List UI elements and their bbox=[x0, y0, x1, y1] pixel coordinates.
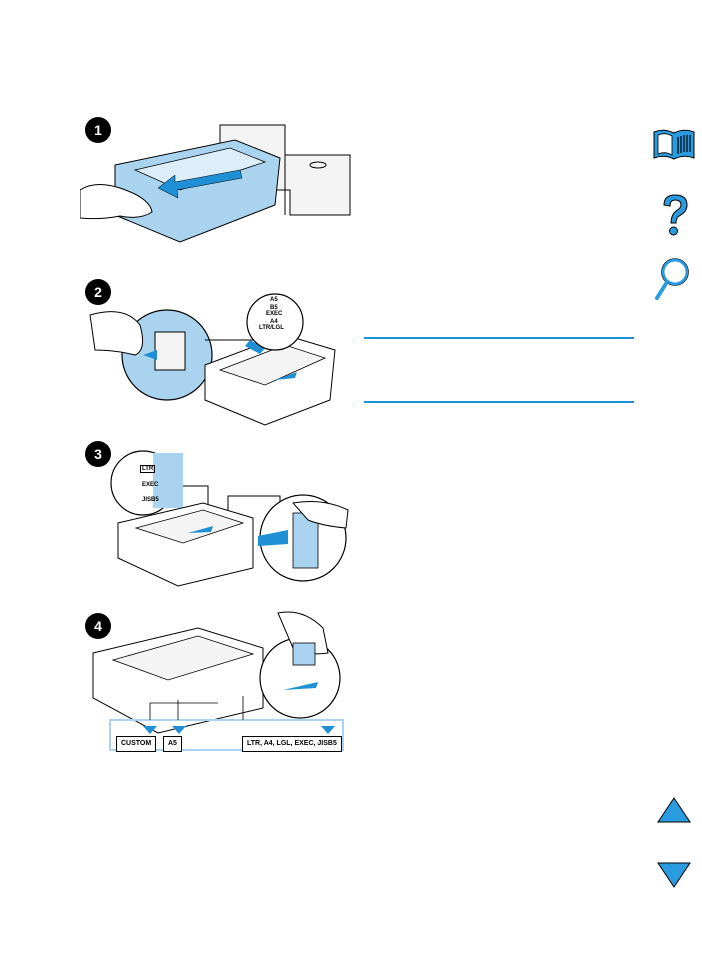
step-2-illustration bbox=[89, 293, 336, 426]
magnifier-icon[interactable] bbox=[653, 258, 691, 302]
callout-2-exec: EXEC bbox=[266, 311, 283, 317]
arrow-up-icon[interactable] bbox=[657, 797, 691, 823]
step-4-badge: 4 bbox=[85, 613, 111, 639]
arrow-down-icon[interactable] bbox=[657, 862, 691, 888]
callout-2-b5: B5 bbox=[270, 305, 278, 311]
label-custom: CUSTOM bbox=[116, 736, 157, 752]
book-icon[interactable] bbox=[652, 128, 696, 162]
label-a5: A5 bbox=[163, 736, 182, 752]
step-3-illustration bbox=[110, 450, 349, 587]
step-3-badge: 3 bbox=[85, 441, 111, 467]
step-1-badge: 1 bbox=[85, 117, 111, 143]
label-ltr-group: LTR, A4, LGL, EXEC, JISB5 bbox=[242, 736, 342, 752]
callout-2-a5: A5 bbox=[270, 297, 278, 303]
callout-3-jisb5: JISB5 bbox=[142, 497, 159, 503]
callout-3-ltr: LTR bbox=[140, 465, 156, 473]
callout-2-a4: A4 bbox=[270, 319, 278, 325]
step-1-illustration bbox=[80, 124, 351, 243]
step-4-illustration bbox=[92, 611, 344, 751]
note-rule-bottom bbox=[364, 401, 634, 403]
note-rule-top bbox=[364, 337, 634, 339]
callout-2-ltr: LTR/LGL bbox=[259, 325, 284, 331]
question-icon[interactable] bbox=[660, 193, 690, 237]
callout-3-exec: EXEC bbox=[142, 482, 159, 488]
step-2-badge: 2 bbox=[85, 279, 111, 305]
